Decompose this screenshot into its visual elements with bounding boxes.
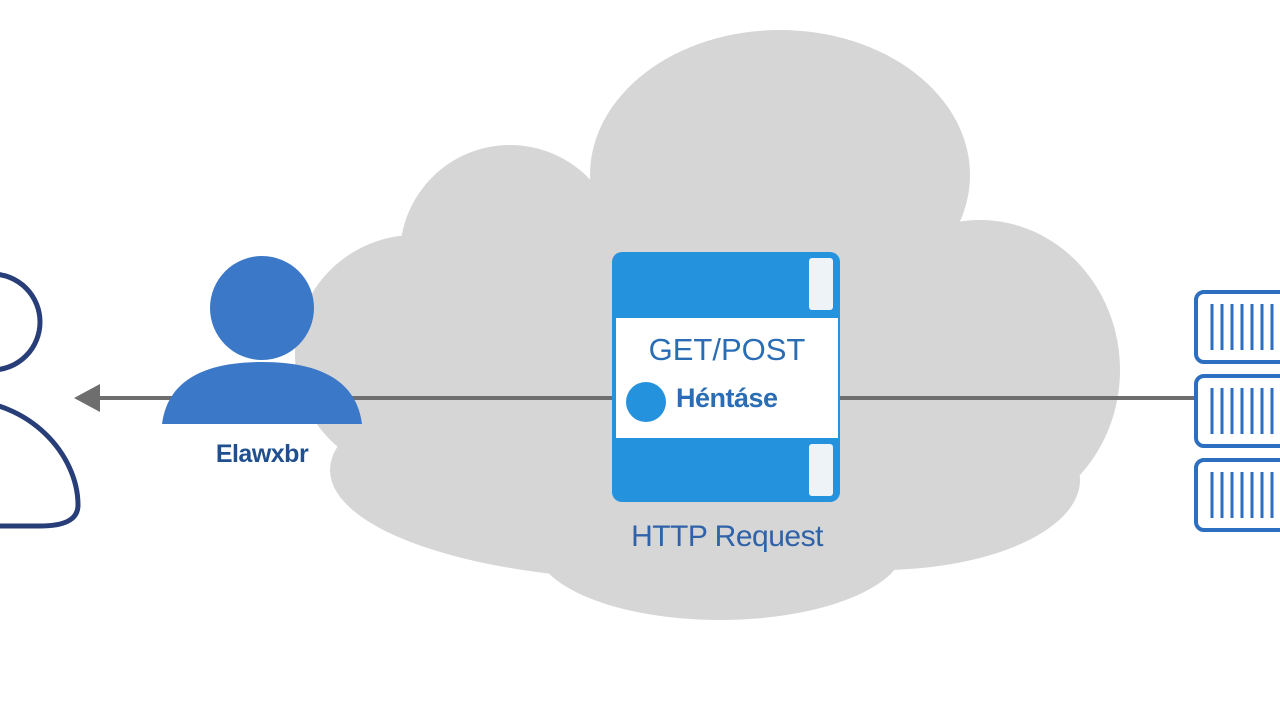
server-rack-icon [1194,290,1280,532]
user-label: Elawxbr [215,440,309,468]
person-outline-icon [0,272,81,529]
request-caption: HTTP Request [631,520,823,553]
request-header-label: Héntáse [676,383,778,413]
header-bullet-icon [626,382,666,422]
document-icon [612,252,840,502]
person-filled-icon [162,256,362,424]
arrow-left-icon [74,384,100,412]
request-method-label: GET/POST [648,332,806,367]
